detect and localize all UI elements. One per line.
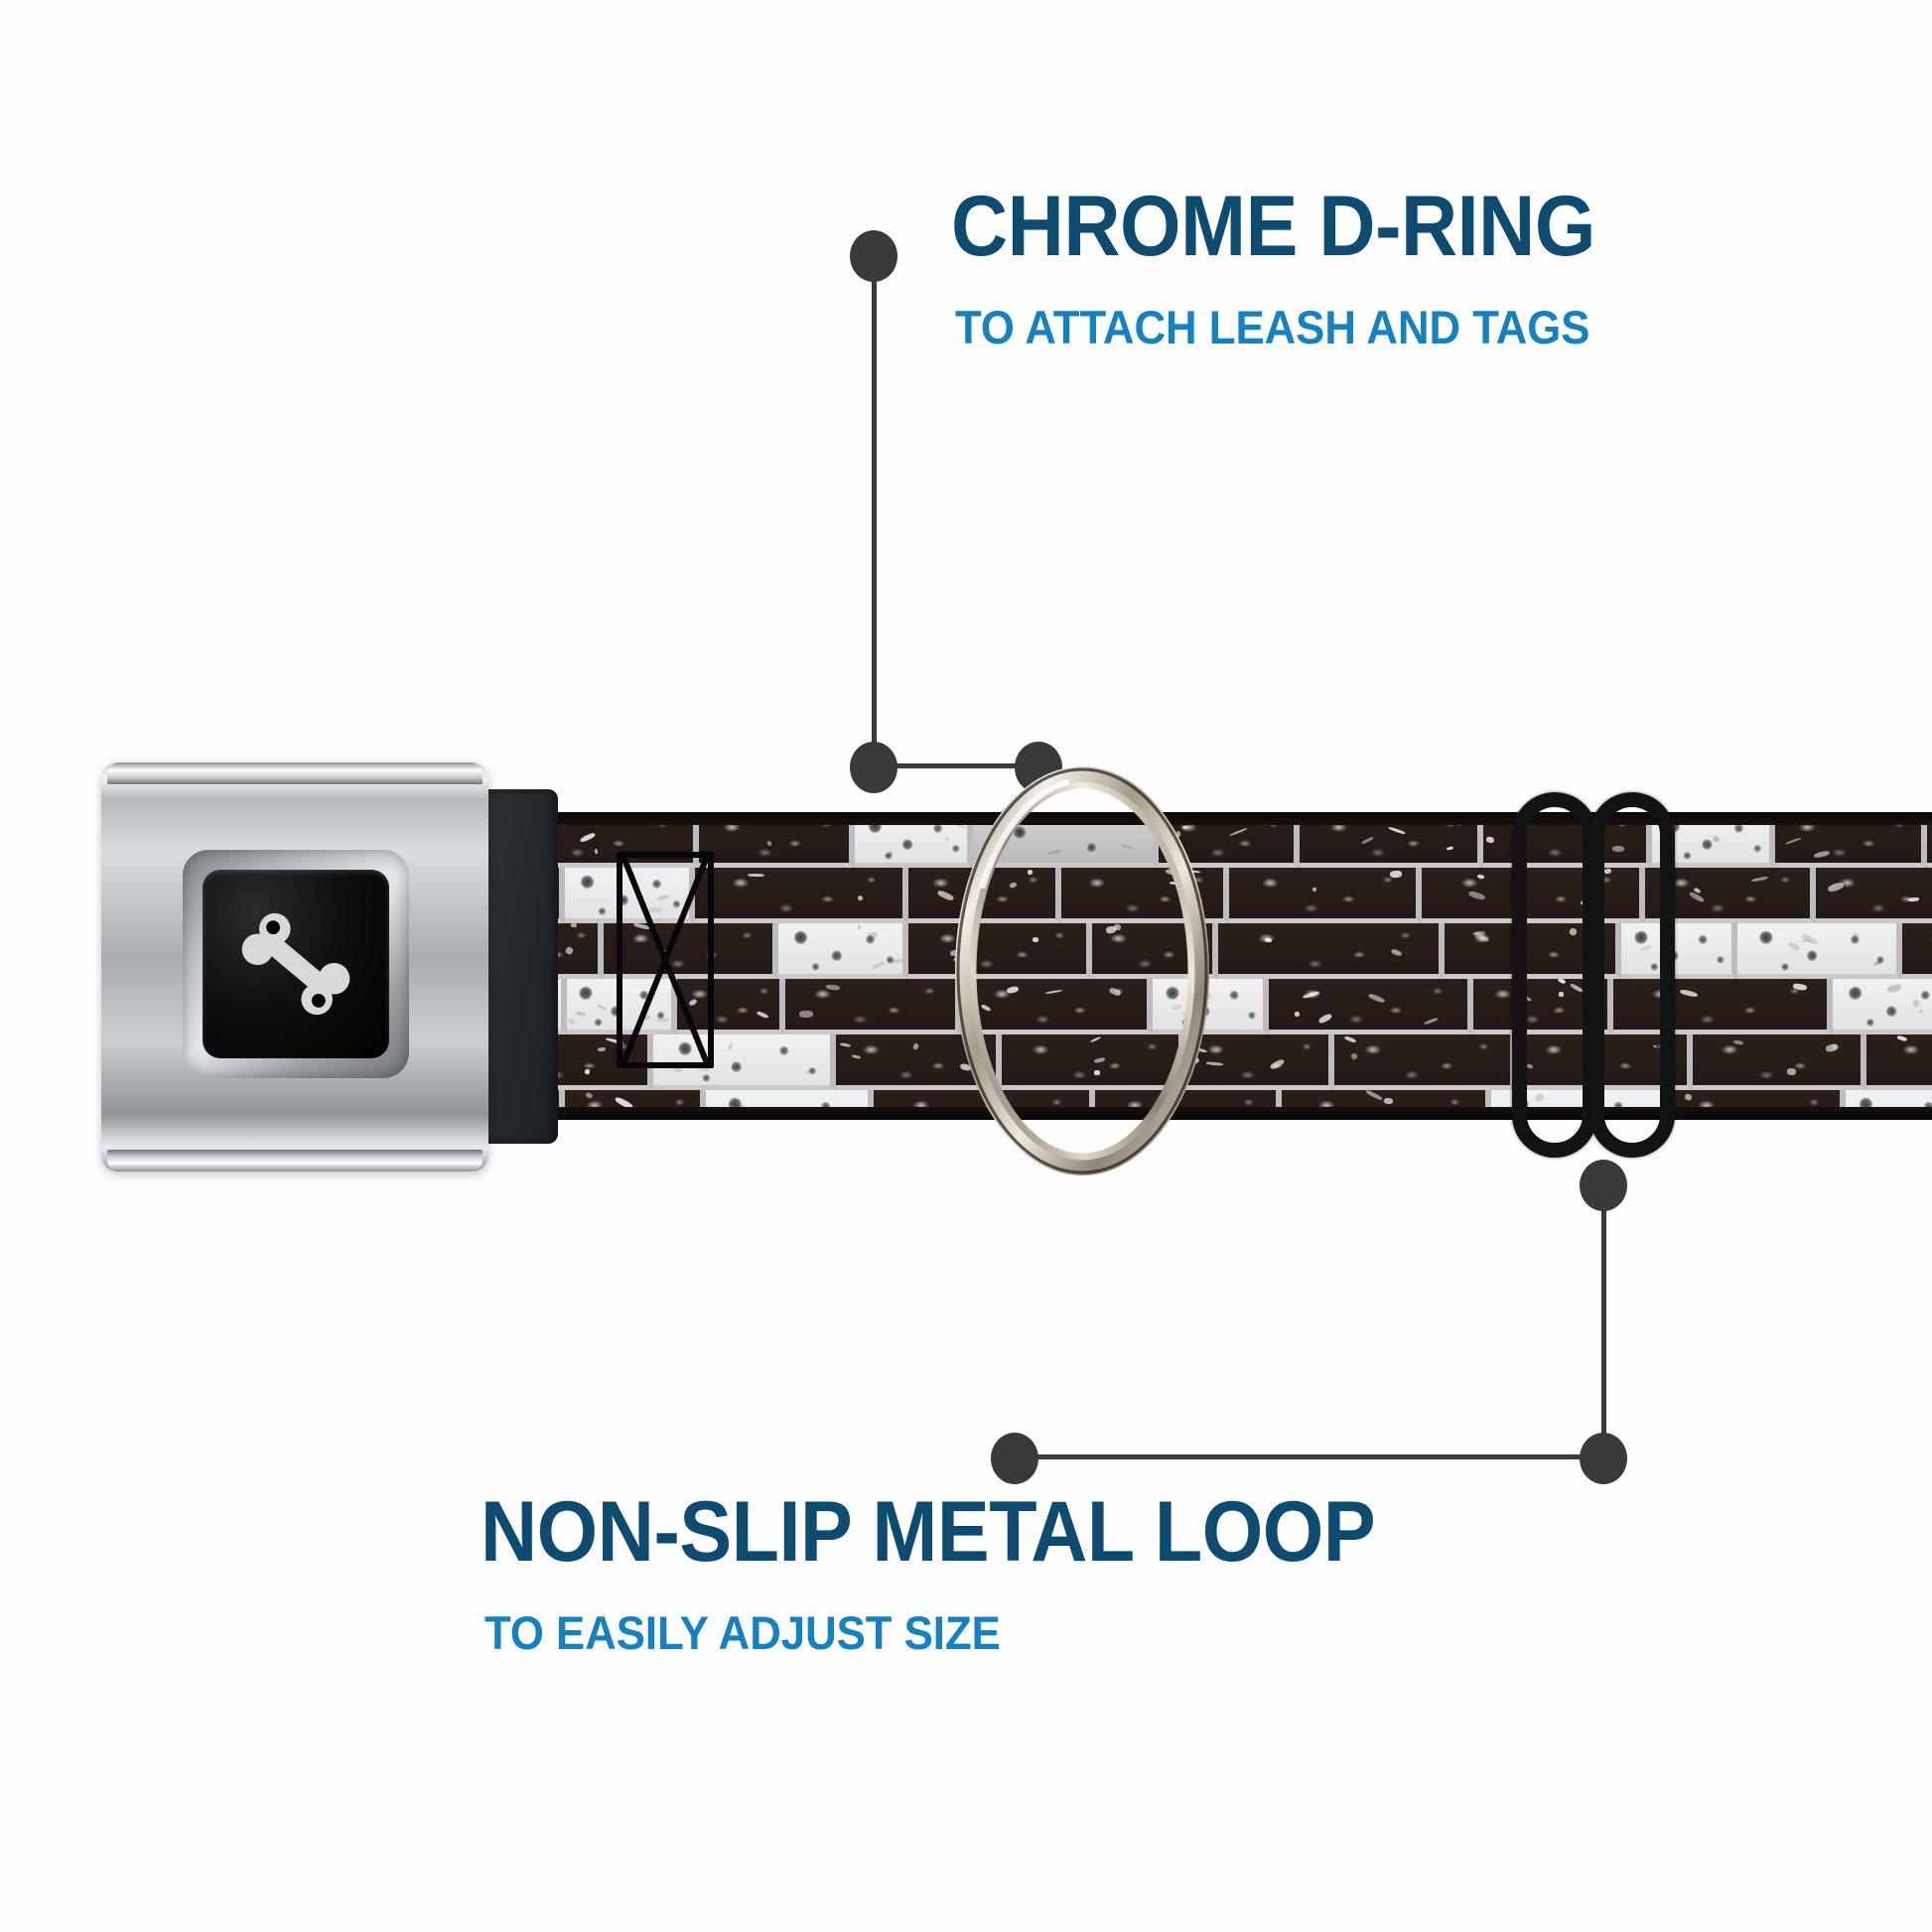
leader-dot-d-ring-start (850, 230, 897, 282)
slider-bar-right (1589, 792, 1675, 1158)
brick (653, 1035, 837, 1092)
brick-row (516, 1035, 1932, 1092)
brick (603, 923, 778, 981)
callout-subtitle-chrome-d-ring: TO ATTACH LEASH AND TAGS (955, 301, 1590, 353)
leader-line-loop-horizontal (1013, 1454, 1606, 1459)
brick (676, 979, 786, 1036)
brick (1620, 923, 1738, 981)
buckle-lip-bottom (107, 1150, 483, 1172)
seatbelt-buckle[interactable] (101, 762, 558, 1172)
brick (1902, 923, 1932, 981)
collar-strap (516, 812, 1932, 1120)
brick (1693, 1035, 1867, 1092)
brick (908, 923, 1092, 981)
brick (785, 979, 962, 1036)
brick (567, 979, 677, 1036)
strap-edge-bottom (516, 1107, 1932, 1120)
leader-dot-loop-end (991, 1433, 1038, 1484)
brick (908, 868, 1061, 925)
strap-edge-top (516, 812, 1932, 825)
brick (1737, 923, 1902, 981)
leader-dot-loop-bend (1580, 1433, 1627, 1484)
brick (777, 923, 909, 981)
brick (836, 1035, 1003, 1092)
buckle-lip-top (107, 762, 483, 784)
brick (1152, 979, 1269, 1036)
brick (1268, 979, 1473, 1036)
callout-subtitle-non-slip-metal-loop: TO EASILY ADJUST SIZE (484, 1606, 1001, 1659)
brick (1184, 1035, 1335, 1092)
callout-title-chrome-d-ring: CHROME D-RING (951, 179, 1595, 274)
brick-row (516, 868, 1932, 925)
brick (1091, 923, 1218, 981)
brick (1816, 868, 1932, 925)
leader-dot-loop-start (1580, 1160, 1627, 1211)
leader-line-d-ring-vertical (872, 252, 877, 766)
leader-line-d-ring-horizontal (872, 763, 1038, 768)
leader-dot-d-ring-end (1015, 742, 1062, 793)
brick-row (516, 923, 1932, 981)
leader-dot-d-ring-bend (850, 742, 897, 793)
brick-row (516, 979, 1932, 1036)
brick (1334, 1035, 1517, 1092)
brick (961, 979, 1153, 1036)
brick (1832, 979, 1932, 1036)
dog-bone-icon (241, 912, 350, 1016)
leader-line-loop-vertical (1601, 1181, 1606, 1457)
brick (1217, 923, 1446, 981)
buckle-logo-plate (203, 870, 389, 1058)
brick (1060, 868, 1230, 925)
buckle-chrome-body (101, 762, 488, 1172)
brick (1926, 812, 1932, 870)
brick (564, 868, 696, 925)
slider-bar-left (1512, 792, 1597, 1158)
brick (695, 868, 909, 925)
callout-title-non-slip-metal-loop: NON-SLIP METAL LOOP (481, 1484, 1376, 1580)
brick (1866, 1035, 1932, 1092)
brick (1612, 979, 1833, 1036)
non-slip-metal-loop[interactable] (1512, 792, 1689, 1158)
brick (1002, 1035, 1185, 1092)
brick (1229, 868, 1422, 925)
